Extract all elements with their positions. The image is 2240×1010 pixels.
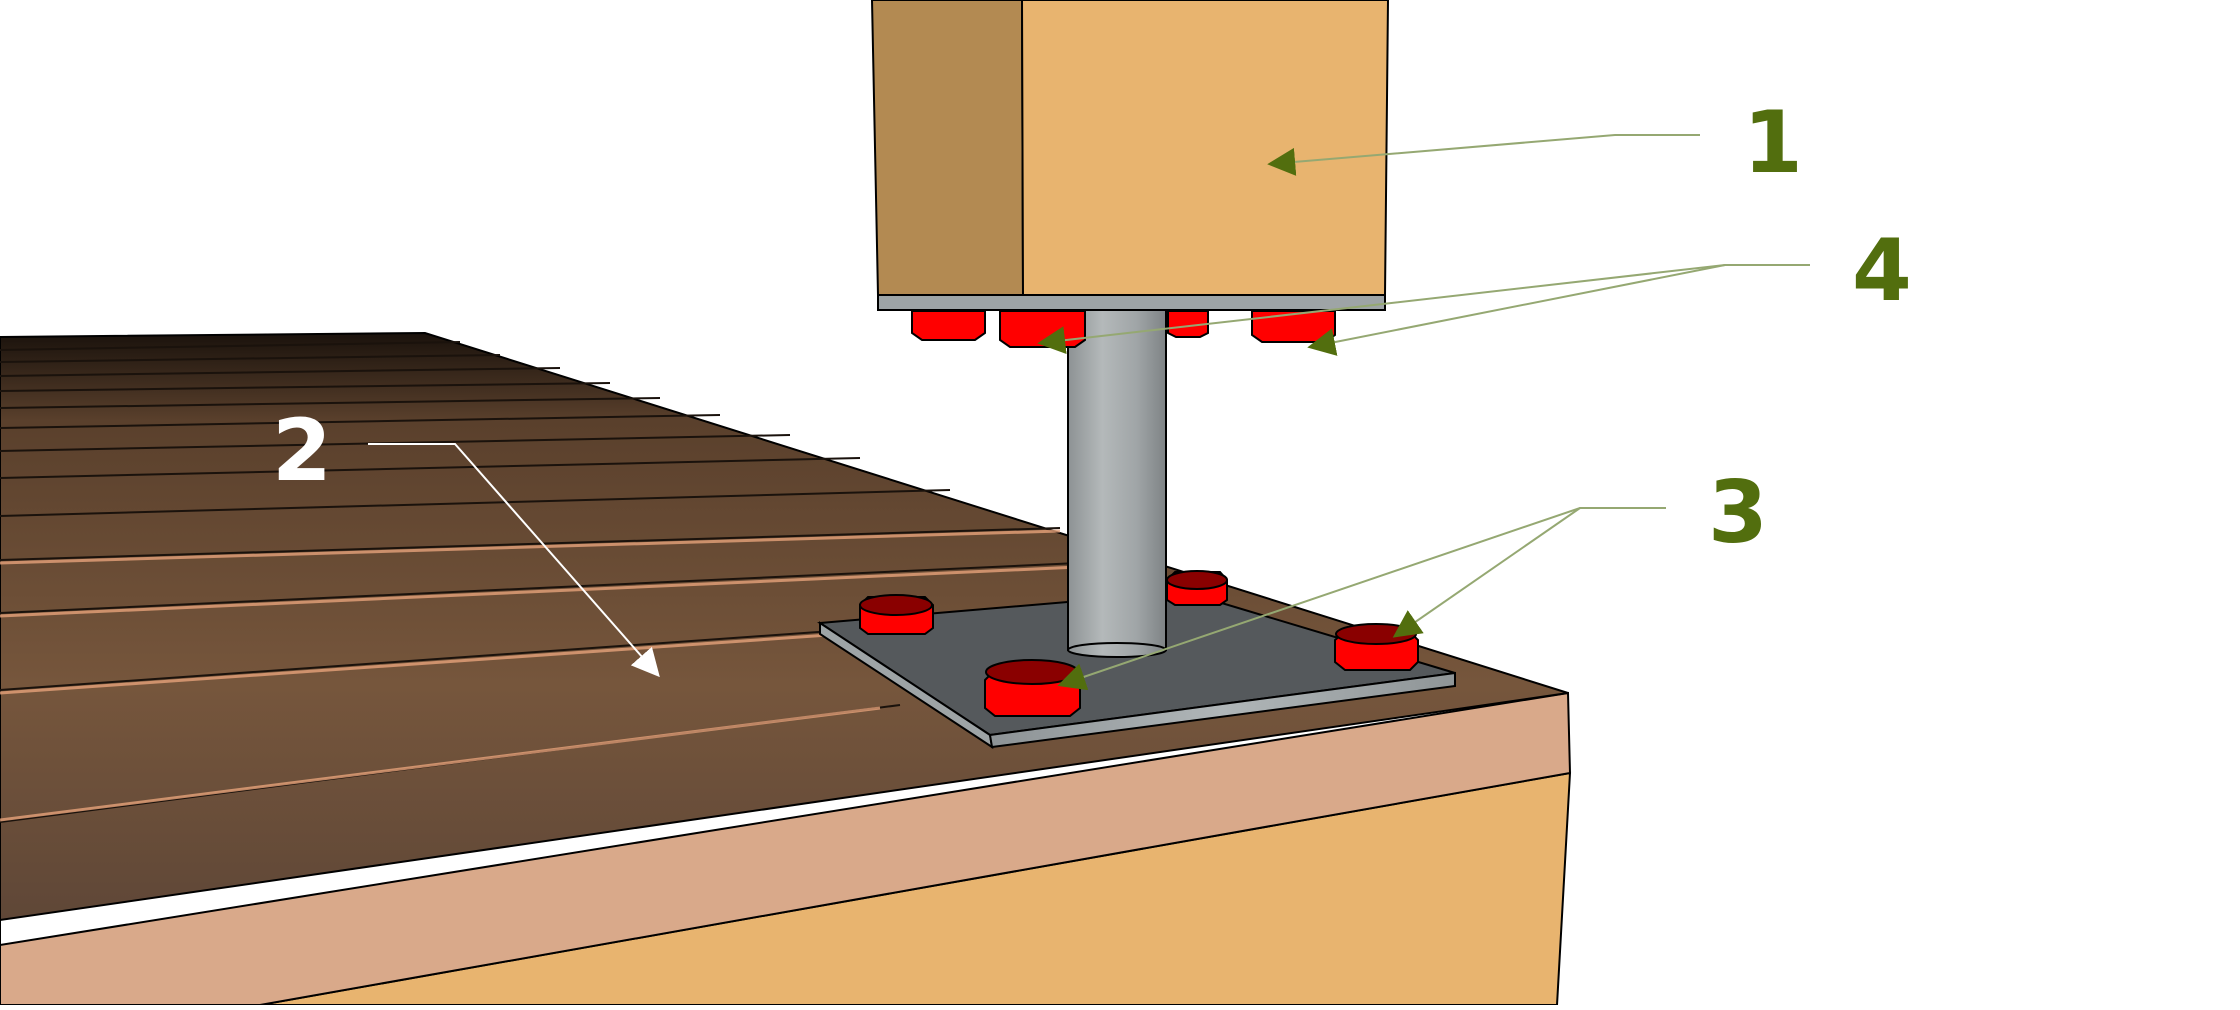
callout-4: 4 xyxy=(1852,221,1912,321)
nut-front-left xyxy=(984,659,1081,717)
anchor-nuts xyxy=(859,570,1419,717)
post-side xyxy=(870,0,1025,296)
leader-4b xyxy=(1307,264,1726,356)
nut-back-right xyxy=(1166,570,1228,606)
wooden-post xyxy=(870,0,1390,311)
callout-1: 1 xyxy=(1743,93,1803,193)
leader-lines xyxy=(368,134,1810,691)
leader-1 xyxy=(1267,134,1700,176)
post-tube xyxy=(1067,299,1167,658)
leader-2 xyxy=(368,443,660,678)
callout-2: 2 xyxy=(272,401,332,501)
deck-surface xyxy=(0,331,1569,922)
nut-front-right xyxy=(1334,623,1419,671)
base-plate xyxy=(817,590,1456,750)
nut-back-left xyxy=(859,594,934,635)
deck xyxy=(0,331,1572,1006)
post-front xyxy=(1020,0,1390,296)
callout-3: 3 xyxy=(1708,463,1768,563)
deck-fascia xyxy=(0,691,1572,1006)
deck-board-highlights xyxy=(0,529,1101,822)
deck-board-lines xyxy=(0,341,1101,823)
leader-3b xyxy=(1392,507,1581,638)
top-plate xyxy=(877,294,1386,311)
